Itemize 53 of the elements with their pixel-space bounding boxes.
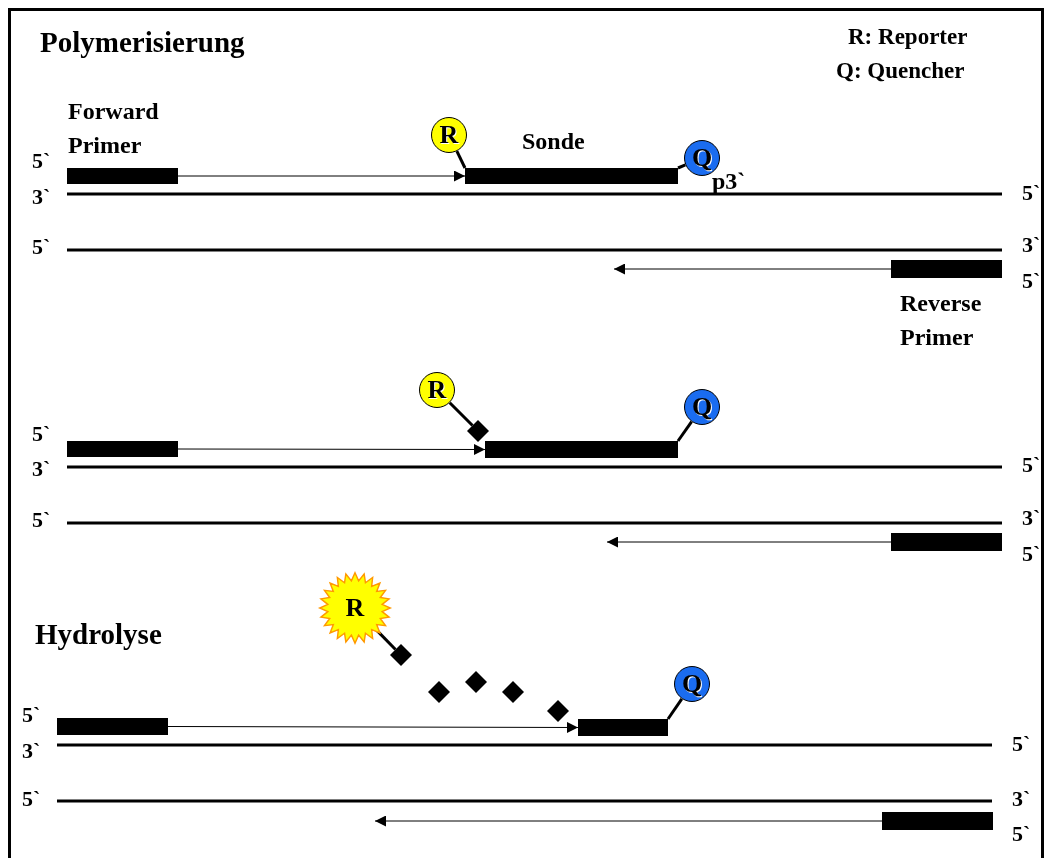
circle-letter: R: [427, 377, 447, 403]
strand-end-label: 3`: [32, 184, 51, 210]
section-heading: Polymerisierung: [40, 26, 245, 59]
arrow: [374, 815, 883, 827]
strand-end-label: 3`: [1022, 232, 1041, 258]
strand-end-label: R: Reporter: [848, 24, 968, 50]
probe-bar: [485, 441, 678, 458]
primer-bar: [891, 533, 1002, 551]
strand-end-label: 5`: [32, 234, 51, 260]
strand-end-label: 5`: [1022, 541, 1041, 567]
strand-end-label: 3`: [1012, 786, 1031, 812]
strand-end-label: 5`: [32, 421, 51, 447]
circle-letter: R: [345, 595, 365, 621]
circle-letter: Q: [691, 145, 713, 171]
primer-bar: [57, 718, 168, 735]
linker-line: [448, 401, 474, 427]
circle-letter: R: [439, 122, 459, 148]
circle-letter: Q: [681, 671, 703, 697]
linker-line: [677, 163, 686, 170]
linker-line: [666, 698, 684, 720]
linker-line: [455, 150, 467, 169]
primer-label: Reverse Primer: [900, 289, 983, 352]
strand-end-label: 3`: [1022, 505, 1041, 531]
probe-label: Sonde: [522, 127, 586, 156]
strand-end-label: 5`: [1022, 452, 1041, 478]
arrow: [177, 170, 466, 182]
strand-end-label: 3`: [22, 738, 41, 764]
strand-end-label: 5`: [32, 148, 51, 174]
strand-end-label: 5`: [1012, 821, 1031, 847]
linker-line: [676, 420, 693, 442]
section-heading: Hydrolyse: [35, 618, 162, 651]
strand-end-label: 5`: [22, 702, 41, 728]
arrow: [167, 721, 579, 733]
strand-end-label: 5`: [1012, 731, 1031, 757]
arrow: [177, 444, 486, 455]
quencher-circle: [684, 389, 720, 425]
strand-end-label: 5`: [1022, 268, 1041, 294]
strand-end-label: 3`: [32, 456, 51, 482]
primer-bar: [67, 441, 178, 457]
quencher-circle: [674, 666, 710, 702]
reporter-circle: [419, 372, 455, 408]
end-label: p3`: [712, 168, 746, 195]
arrow: [606, 536, 892, 548]
reporter-circle: [431, 117, 467, 153]
primer-bar: [882, 812, 993, 830]
strand-end-label: 5`: [22, 786, 41, 812]
arrow: [613, 263, 892, 275]
circle-letter: Q: [691, 394, 713, 420]
primer-label: Forward Primer: [68, 97, 160, 160]
strand-end-label: Q: Quencher: [836, 58, 965, 84]
probe-bar: [578, 719, 668, 736]
strand-end-label: 5`: [1022, 180, 1041, 206]
strand-end-label: 5`: [32, 507, 51, 533]
